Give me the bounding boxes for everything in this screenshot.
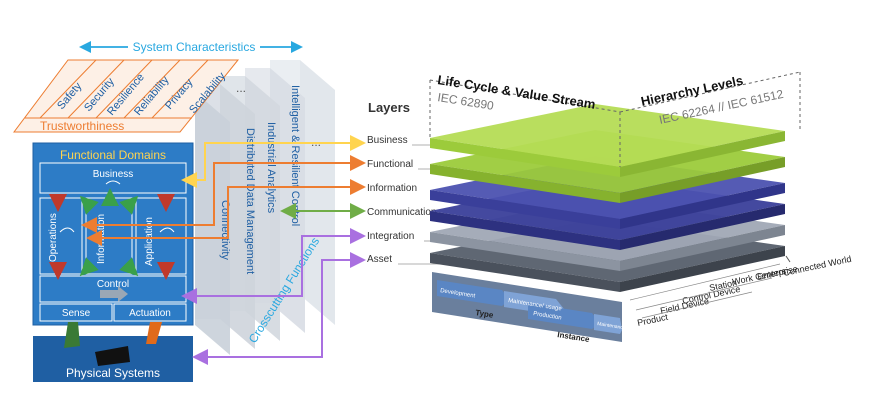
instance-stage-maintenance [594,314,622,334]
control-arrow-icon [100,286,128,302]
plane-ellipsis-1: ... [236,81,246,95]
operations-domain-label: Operations [48,213,59,262]
control-domain-label: Control [97,279,129,290]
functional-domains-box: Functional Domains Business Operations I… [32,142,194,326]
application-domain-label: Application [144,217,155,266]
functional-domains-title: Functional Domains [60,148,166,162]
type-label: Type [475,308,495,320]
physical-systems-icon [95,346,130,366]
trustworthiness-label: Trustworthiness [40,119,124,133]
layer-business [430,104,785,167]
system-characteristics-title: System Characteristics [133,40,256,54]
plane-connectivity-label: Connectivity [219,200,231,260]
plane-intelligent-control-label: Intelligent & Resilient Control [289,85,301,226]
actuation-arrow-icon [146,322,162,344]
characteristics-panel [13,59,240,133]
instance-stage-production [528,303,600,329]
system-characteristics: System Characteristics Safety Security R… [13,39,303,133]
layer-information-label: Information [367,183,417,194]
layer-asset-label: Asset [367,254,392,265]
actuation-label: Actuation [129,308,171,319]
sense-box [39,303,113,322]
plane-industrial-analytics-label: Industrial Analytics [265,122,277,214]
business-domain-label: Business [93,169,134,180]
actuation-box [113,303,187,322]
rami-cube [429,71,801,292]
sense-arrow-icon [64,322,80,348]
layer-functional-label: Functional [367,159,413,170]
hierarchy-product: Product [636,312,669,328]
type-stage-development [437,280,510,306]
layer-communication-label: Communication [367,207,436,218]
layer-business-label: Business [367,135,408,146]
layer-integration-label: Integration [367,231,414,242]
connector-lines [81,135,366,365]
plane-data-management-label: Distributed Data Management [244,128,256,274]
sense-label: Sense [62,308,91,319]
life-cycle-strip: Development Maintenance/ usage Productio… [432,272,642,344]
plane-4-side [300,60,335,325]
instance-stage-production-label: Production [533,311,562,321]
physical-systems-label: Physical Systems [66,366,160,380]
type-stage-development-label: Development [440,288,476,300]
layers-title: Layers [368,100,410,115]
